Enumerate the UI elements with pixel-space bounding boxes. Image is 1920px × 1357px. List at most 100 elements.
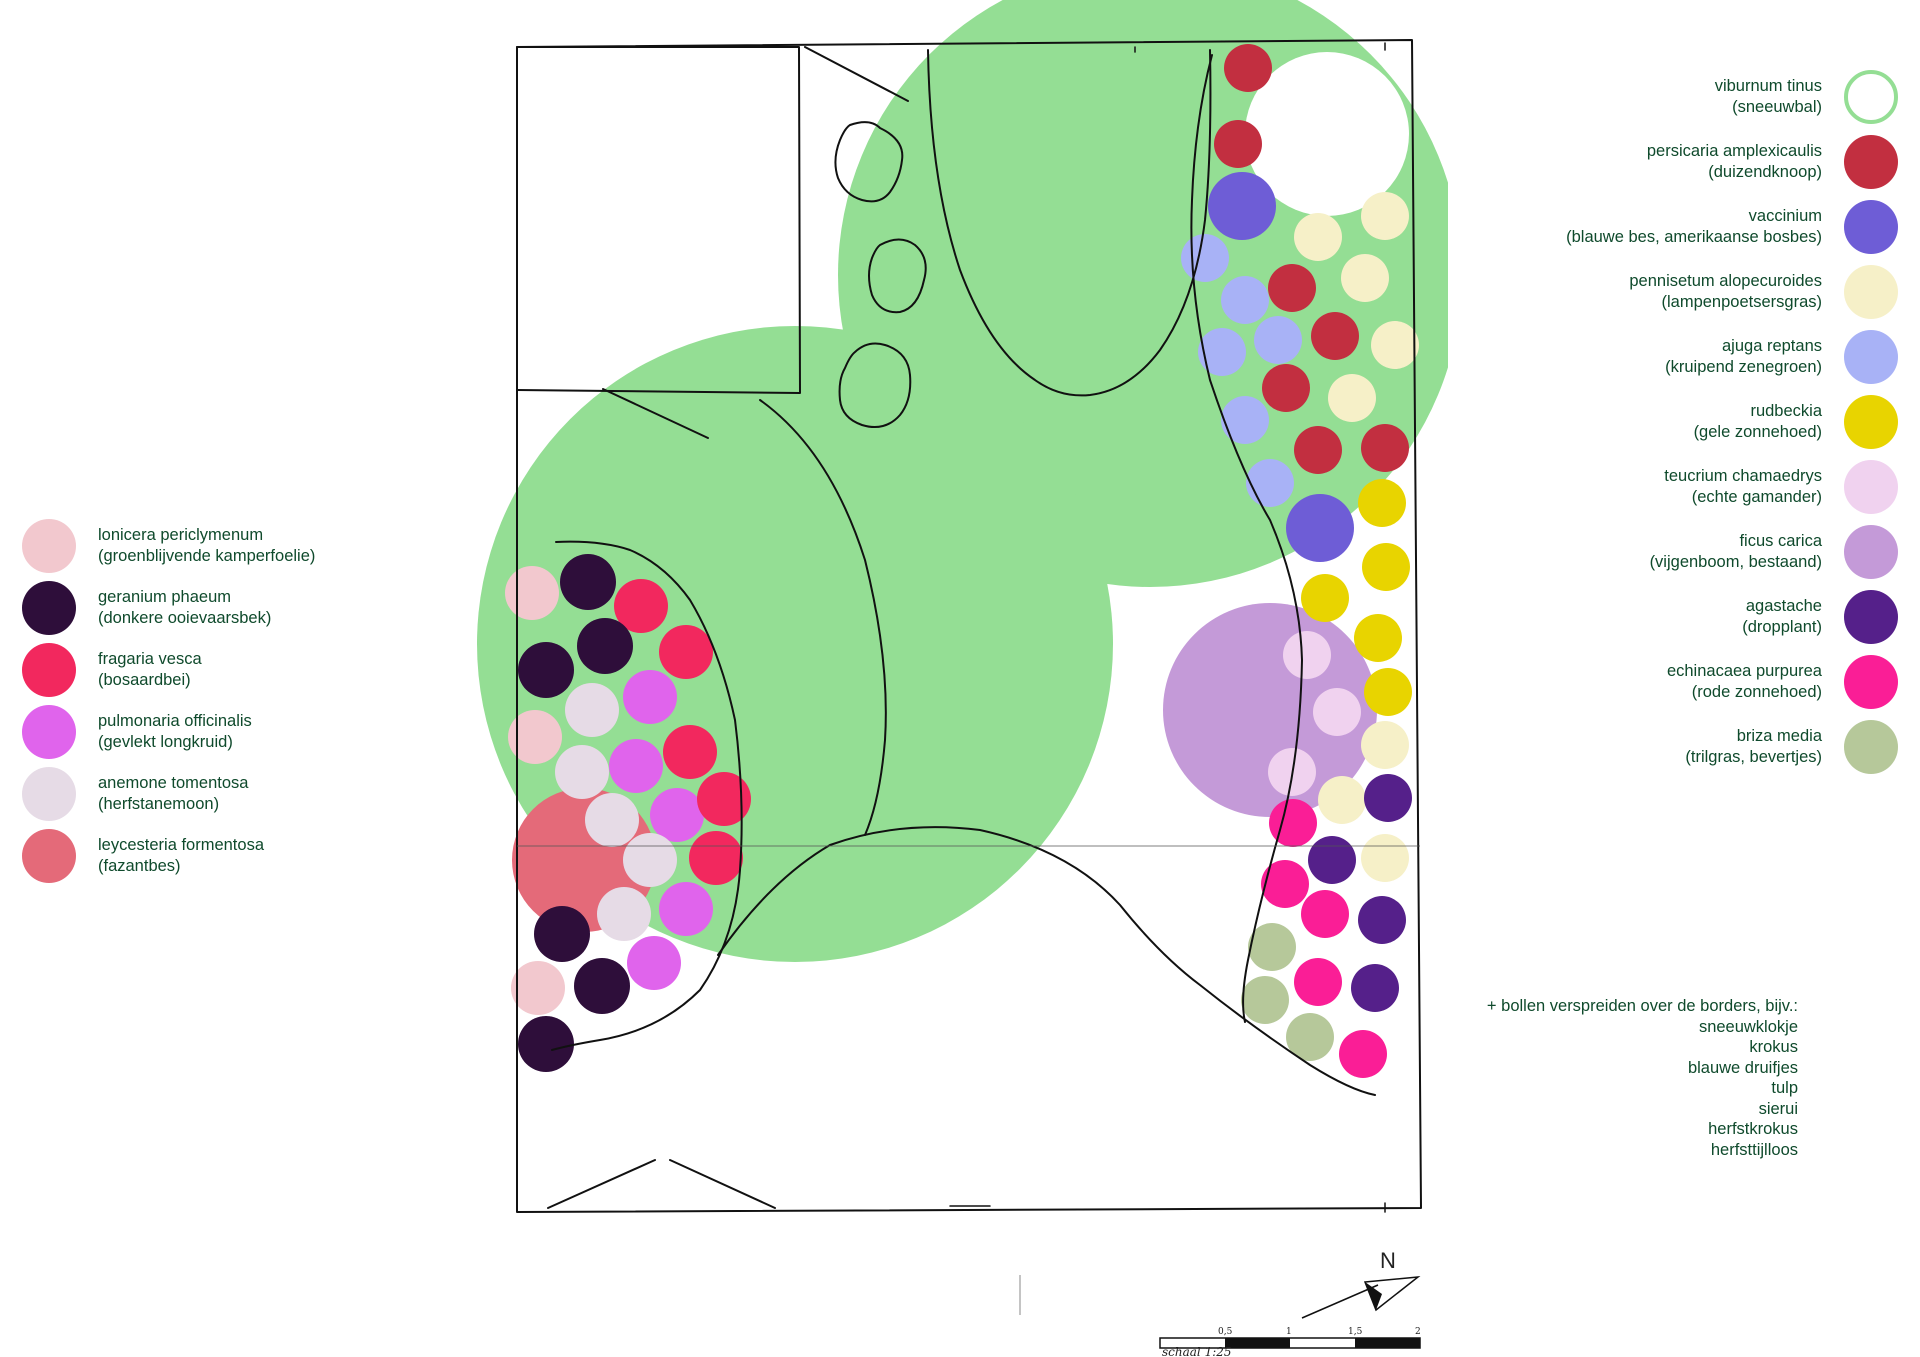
- plant-common-name: (kruipend zenegroen): [1665, 357, 1822, 376]
- agastache-dot: [1358, 896, 1406, 944]
- ajuga-dot: [1198, 328, 1246, 376]
- swatch: [22, 705, 76, 759]
- swatch: [1844, 134, 1898, 189]
- pennisetum-dot: [1318, 776, 1366, 824]
- legend-left: lonicera periclymenum(groenblijvende kam…: [22, 515, 482, 887]
- pennisetum-dot: [1341, 254, 1389, 302]
- plant-name: anemone tomentosa: [98, 774, 249, 792]
- pennisetum-dot: [1361, 834, 1409, 882]
- agastache-dot: [1351, 964, 1399, 1012]
- plant-common-name: (rode zonnehoed): [1691, 682, 1822, 701]
- pulmonaria-dot: [623, 670, 677, 724]
- tree-canopy-left: [477, 326, 1113, 962]
- plant-common-name: (blauwe bes, amerikaanse bosbes): [1566, 227, 1822, 246]
- rudbeckia-dot: [1362, 543, 1410, 591]
- swatch: [1844, 199, 1898, 254]
- plant-common-name: (gevlekt longkruid): [98, 733, 233, 751]
- fragaria-dot: [659, 625, 713, 679]
- legend-item: rudbeckia (gele zonnehoed): [1378, 389, 1898, 454]
- briza-dot: [1286, 1013, 1334, 1061]
- agastache-dot: [1364, 774, 1412, 822]
- bulbs-note: + bollen verspreiden over de borders, bi…: [1487, 996, 1798, 1160]
- plant-name: rudbeckia: [1750, 401, 1822, 420]
- plant-name: leycesteria formentosa: [98, 836, 264, 854]
- persicaria-dot: [1224, 44, 1272, 92]
- ajuga-dot: [1221, 276, 1269, 324]
- geranium-dot: [518, 1016, 574, 1072]
- ajuga-dot: [1221, 396, 1269, 444]
- echinacea-dot: [1294, 958, 1342, 1006]
- shed-door-line: [804, 46, 909, 102]
- plant-common-name: (lampenpoetsersgras): [1661, 292, 1823, 311]
- vaccinium-dot: [1208, 172, 1276, 240]
- plant-name: persicaria amplexicaulis: [1646, 141, 1822, 160]
- swatch: [1844, 589, 1898, 644]
- anemone-dot: [597, 887, 651, 941]
- plant-name: ajuga reptans: [1722, 336, 1822, 355]
- north-arrow: N: [1301, 1248, 1421, 1319]
- legend-item: ficus carica(vijgenboom, bestaand): [1378, 519, 1898, 584]
- fragaria-dot: [614, 579, 668, 633]
- plant-common-name: (echte gamander): [1691, 487, 1822, 506]
- terrace-door-line: [602, 388, 709, 439]
- legend-item: persicaria amplexicaulis(duizendknoop): [1378, 129, 1898, 194]
- swatch: [22, 767, 76, 821]
- rudbeckia-dot: [1364, 668, 1412, 716]
- anemone-dot: [623, 833, 677, 887]
- legend-item: lonicera periclymenum(groenblijvende kam…: [22, 515, 482, 577]
- anemone-dot: [555, 745, 609, 799]
- legend-right: viburnum tinus(sneeuwbal) persicaria amp…: [1378, 64, 1898, 779]
- lonicera-dot: [511, 961, 565, 1015]
- plant-common-name: (trilgras, bevertjes): [1685, 747, 1822, 766]
- rudbeckia-dot: [1358, 479, 1406, 527]
- bulbs-intro: + bollen verspreiden over de borders, bi…: [1486, 997, 1798, 1015]
- plant-common-name: (gele zonnehoed): [1693, 422, 1822, 441]
- swatch: [1844, 459, 1898, 514]
- echinacea-dot: [1339, 1030, 1387, 1078]
- plant-common-name: (fazantbes): [98, 857, 181, 875]
- bulb-item: sneeuwklokje: [1698, 1017, 1798, 1036]
- plant-name: pulmonaria officinalis: [98, 712, 252, 730]
- legend-item: vaccinium(blauwe bes, amerikaanse bosbes…: [1378, 194, 1898, 259]
- geranium-dot: [560, 554, 616, 610]
- legend-item: echinacaea purpurea(rode zonnehoed): [1378, 649, 1898, 714]
- pulmonaria-dot: [650, 788, 704, 842]
- pennisetum-dot: [1361, 721, 1409, 769]
- bulb-item: tulp: [1771, 1079, 1798, 1097]
- plant-name: briza media: [1736, 726, 1822, 745]
- plant-name: fragaria vesca: [98, 650, 202, 668]
- bulb-item: krokus: [1749, 1038, 1798, 1056]
- stepping-stone: [868, 238, 927, 314]
- scale-tick: 1,5: [1348, 1327, 1363, 1337]
- plant-common-name: (bosaardbei): [98, 671, 191, 689]
- briza-dot: [1241, 976, 1289, 1024]
- pulmonaria-dot: [659, 882, 713, 936]
- lawn-edge-top: [927, 49, 1212, 397]
- gate-line: [669, 1159, 776, 1209]
- scale-tick: 0,5: [1218, 1327, 1233, 1337]
- briza-dot: [1248, 923, 1296, 971]
- geranium-dot: [518, 642, 574, 698]
- vaccinium-dot: [1286, 494, 1354, 562]
- left-bed-edge: [551, 540, 743, 1051]
- plant-name: teucrium chamaedrys: [1664, 466, 1822, 485]
- legend-item: ajuga reptans (kruipend zenegroen): [1378, 324, 1898, 389]
- echinacea-dot: [1261, 860, 1309, 908]
- legend-item: leycesteria formentosa (fazantbes): [22, 825, 482, 887]
- geranium-dot: [577, 618, 633, 674]
- plant-common-name: (groenblijvende kamperfoelie): [98, 547, 316, 565]
- echinacea-dot: [1301, 890, 1349, 938]
- swatch: [1844, 329, 1898, 384]
- agastache-dot: [1308, 836, 1356, 884]
- legend-item: viburnum tinus(sneeuwbal): [1378, 64, 1898, 129]
- bulb-item: sierui: [1758, 1099, 1798, 1118]
- swatch: [1844, 264, 1898, 319]
- right-border-edge: [1190, 54, 1303, 1023]
- rudbeckia-dot: [1354, 614, 1402, 662]
- legend-item: briza media (trilgras, bevertjes): [1378, 714, 1898, 779]
- persicaria-dot: [1262, 364, 1310, 412]
- echinacea-dot: [1269, 799, 1317, 847]
- plant-name: agastache: [1745, 596, 1822, 615]
- legend-item: pennisetum alopecuroides(lampenpoetsersg…: [1378, 259, 1898, 324]
